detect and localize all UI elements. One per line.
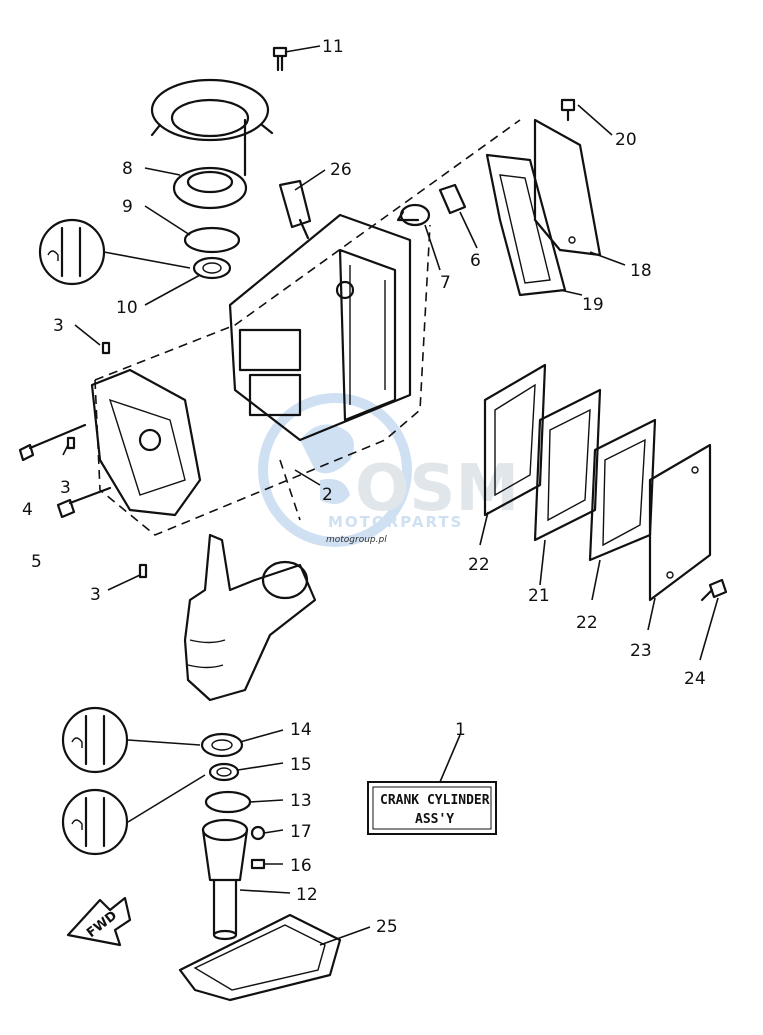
washer-part-17 [250, 825, 266, 841]
bolt-part-5 [56, 486, 112, 519]
callout-18: 18 [630, 261, 652, 281]
top-cover-plate [150, 78, 274, 142]
fwd-direction-arrow: FWD [66, 896, 132, 947]
thermostat-part-7 [396, 203, 431, 227]
dowel-pin-3b [66, 436, 76, 450]
callout-10: 10 [116, 298, 138, 318]
stamp-text: motogroup.pl [326, 535, 387, 545]
callout-24: 24 [684, 669, 706, 689]
oil-seal-part-10 [192, 256, 232, 280]
grease-symbol-top [38, 218, 191, 286]
callout-5: 5 [31, 552, 42, 572]
label-box-line1: CRANK CYLINDER [380, 793, 490, 808]
callout-20: 20 [615, 130, 637, 150]
gasket-part-25 [178, 913, 342, 1002]
thermostat-cover-part-6 [438, 183, 467, 215]
callout-16: 16 [290, 856, 312, 876]
grease-symbol-mid [61, 706, 201, 774]
o-ring-part-9 [183, 226, 241, 254]
callout-6: 6 [470, 251, 481, 271]
bolt-part-24 [700, 578, 728, 602]
callout-21: 21 [528, 586, 550, 606]
bolt-part-20 [560, 98, 576, 122]
callout-19: 19 [582, 295, 604, 315]
callout-4: 4 [22, 500, 33, 520]
watermark-brand: OSM [355, 452, 519, 526]
callout-25: 25 [376, 917, 398, 937]
callout-1: 1 [455, 720, 466, 740]
gasket-part-21 [533, 388, 602, 542]
bolt-part-11 [272, 46, 288, 72]
callout-2: 2 [322, 485, 333, 505]
gasket-part-19 [485, 153, 567, 297]
dowel-pin-3a [101, 341, 111, 355]
watermark-logo: OSM MOTORPARTS [258, 393, 519, 547]
callout-23: 23 [630, 641, 652, 661]
callout-numbers: 11 8 9 10 26 20 18 19 6 7 3 3 3 4 5 2 22… [22, 37, 706, 937]
bolt-part-16 [250, 858, 266, 870]
grease-symbol-bottom [61, 774, 206, 856]
leader-lines [62, 45, 719, 946]
callout-9: 9 [122, 197, 133, 217]
oil-seal-part-14 [200, 732, 244, 758]
bolt-part-4 [18, 423, 87, 462]
callout-3b: 3 [60, 478, 71, 498]
gasket-part-23 [648, 443, 712, 602]
callout-3a: 3 [53, 316, 64, 336]
callout-3c: 3 [90, 585, 101, 605]
cover-part-18 [533, 118, 602, 257]
crankcase-half [90, 368, 202, 517]
o-ring-part-13 [204, 790, 252, 814]
dowel-pin-3c [138, 563, 148, 579]
crank-cylinder-block [228, 213, 412, 442]
gasket-part-22a [483, 363, 547, 517]
callout-22a: 22 [468, 555, 490, 575]
watermark-sub: MOTORPARTS [328, 513, 463, 531]
callout-12: 12 [296, 885, 318, 905]
spark-plug-part-26 [278, 179, 312, 240]
callout-14: 14 [290, 720, 312, 740]
callout-26: 26 [330, 160, 352, 180]
assembly-outline [94, 119, 521, 536]
grease-hand-illustration [183, 533, 317, 702]
tube-part-12 [201, 818, 249, 941]
callout-8: 8 [122, 159, 133, 179]
callout-22b: 22 [576, 613, 598, 633]
seal-housing-part-8 [172, 118, 248, 210]
seal-part-15 [208, 762, 240, 782]
callout-13: 13 [290, 791, 312, 811]
callout-15: 15 [290, 755, 312, 775]
callout-7: 7 [440, 273, 451, 293]
gasket-part-22b [588, 418, 657, 562]
crank-cylinder-label-box: CRANK CYLINDER ASS'Y [367, 734, 497, 835]
callout-11: 11 [322, 37, 344, 57]
callout-17: 17 [290, 822, 312, 842]
label-box-line2: ASS'Y [415, 812, 454, 827]
